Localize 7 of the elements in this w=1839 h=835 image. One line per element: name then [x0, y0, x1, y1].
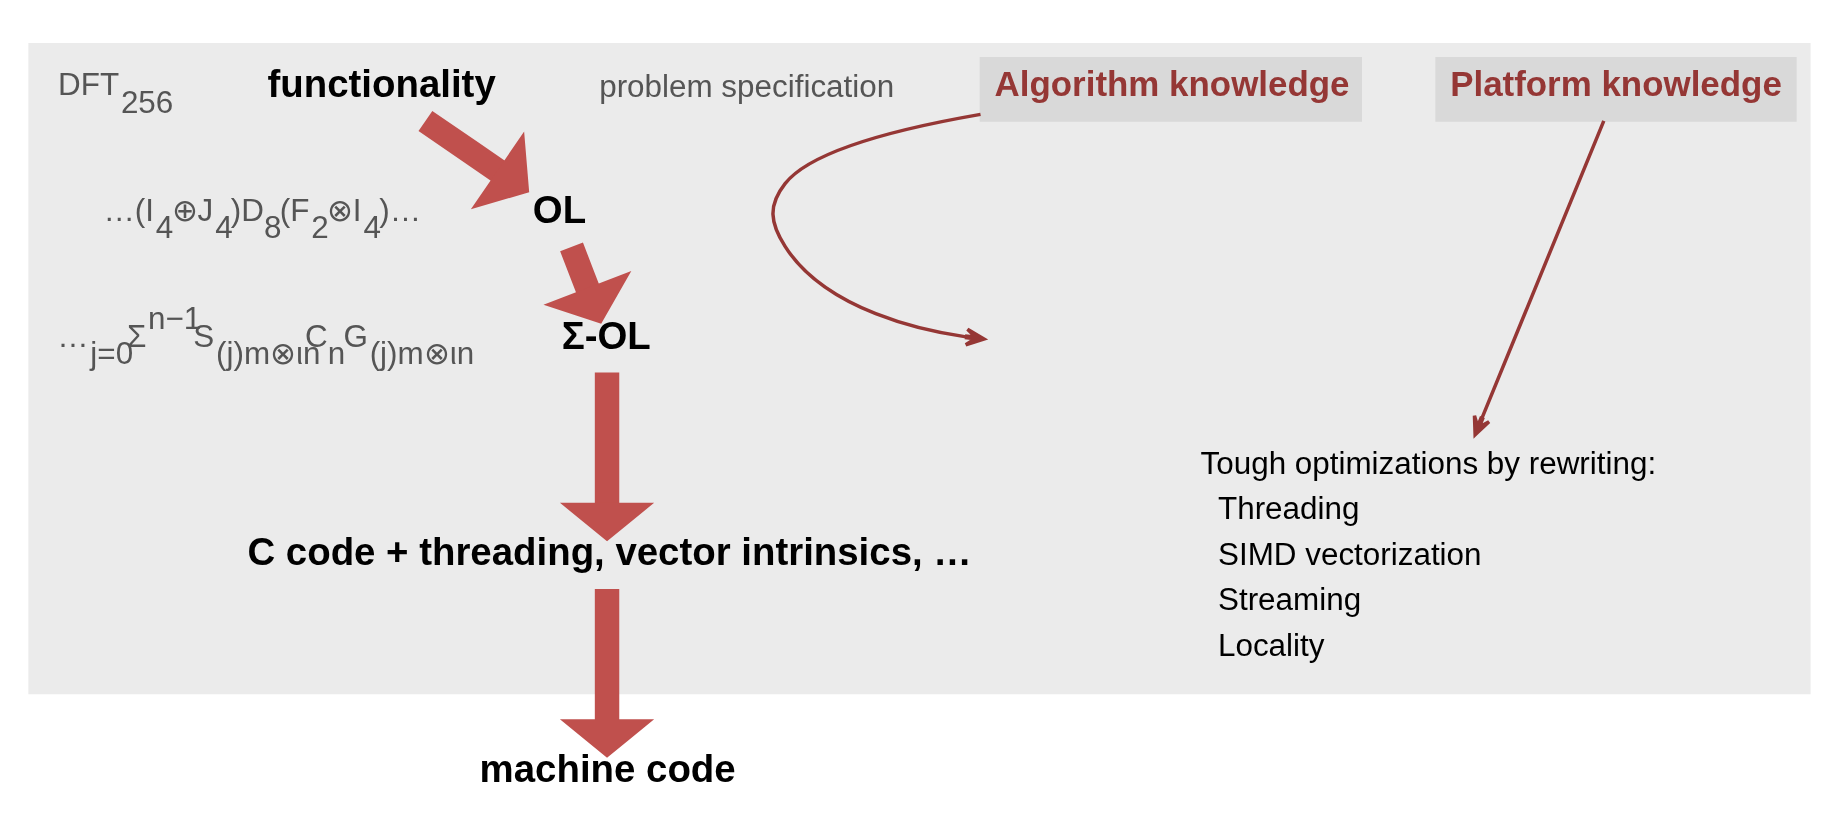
node-text: Σ-OL	[561, 313, 651, 357]
node-text: OL	[532, 188, 587, 232]
node-text: C code + threading, vector intrinsics, …	[247, 530, 972, 574]
node-label: problem specification	[599, 69, 895, 105]
node-text: machine code	[479, 746, 736, 790]
node-text: functionality	[267, 62, 496, 106]
node-text: Tough optimizations by rewriting: Threading SIMD vectorization Streaming Locality	[1200, 446, 1657, 663]
